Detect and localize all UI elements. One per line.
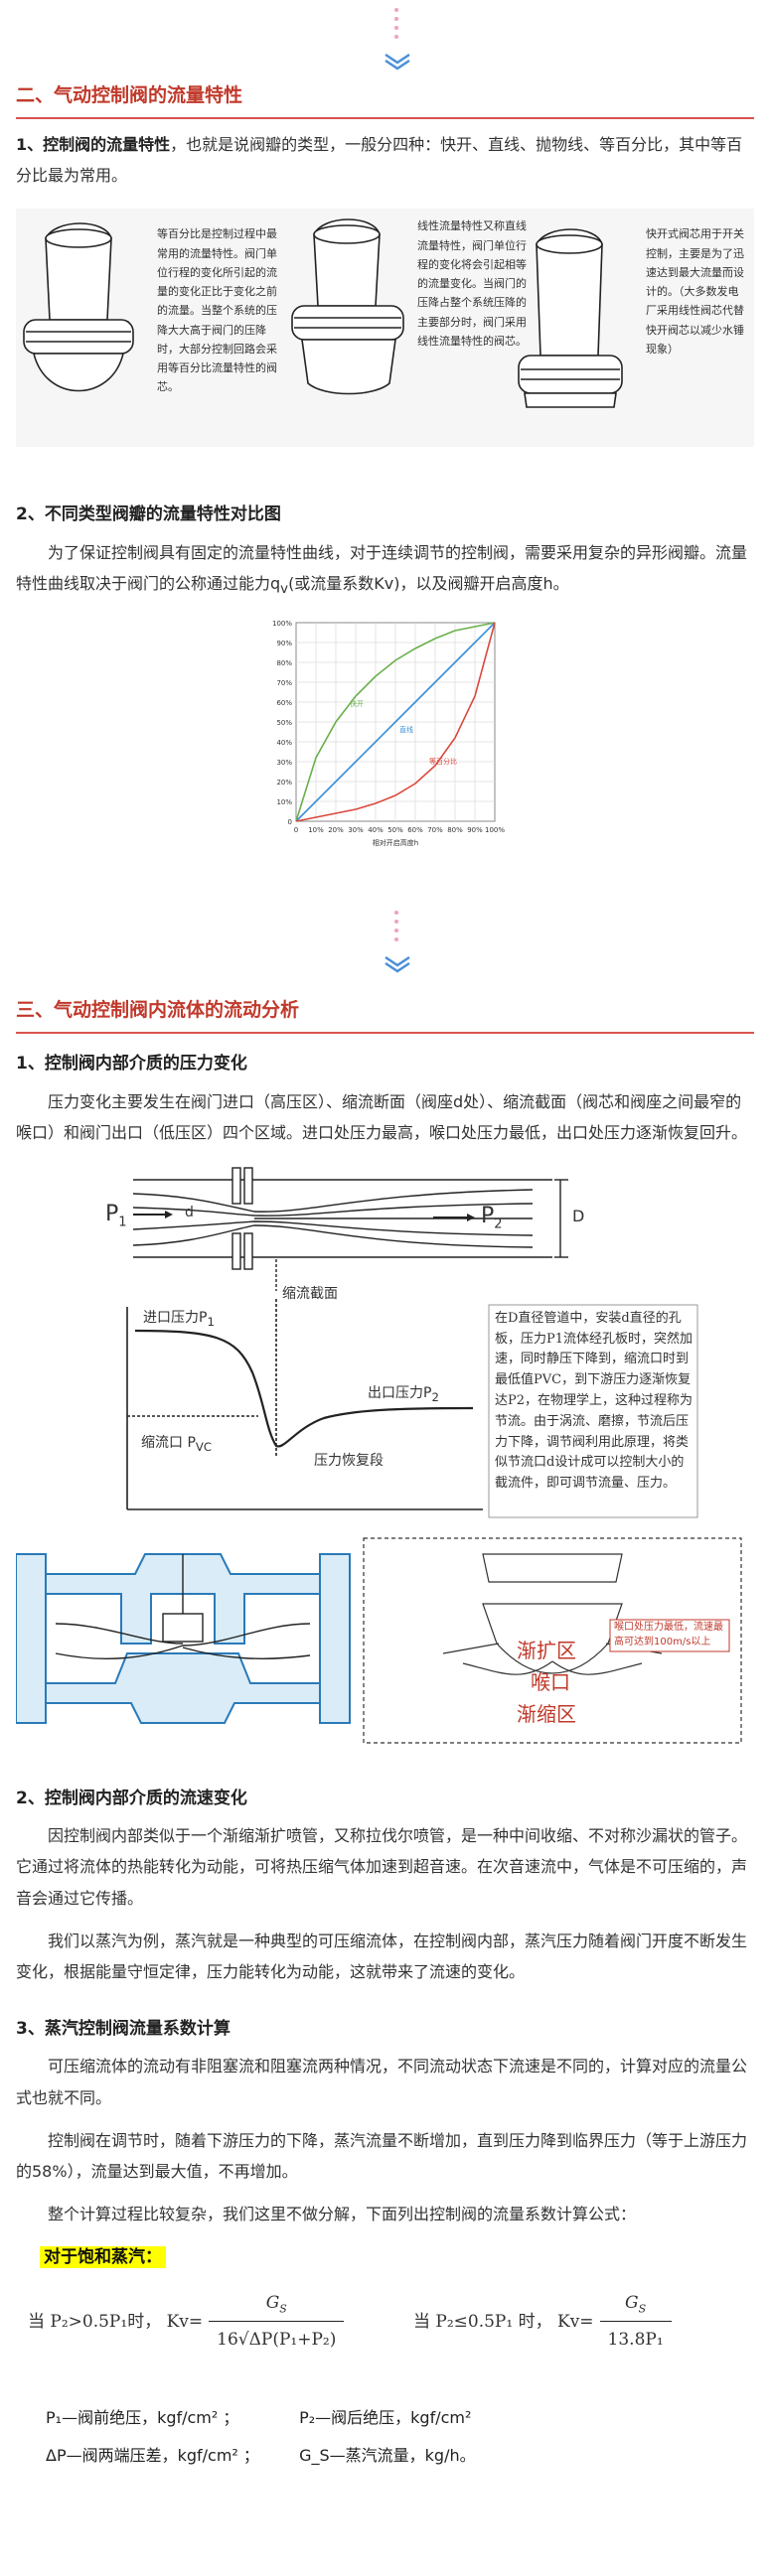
label-d-big: D xyxy=(572,1206,585,1225)
paragraph-velocity-2: 我们以蒸汽为例，蒸汽就是一种典型的可压缩流体，在控制阀内部，蒸汽压力随着阀门开度… xyxy=(16,1931,748,1981)
chart-ytick-label: 80% xyxy=(276,659,292,667)
label-pressure-recovery: 压力恢复段 xyxy=(314,1452,384,1469)
chart-ytick-label: 20% xyxy=(276,779,292,787)
chart-series-label: 快开 xyxy=(350,699,364,708)
chart-xtick-label: 20% xyxy=(328,826,344,834)
valve-plug-quick-open-icon xyxy=(518,228,623,409)
chart-ytick-label: 100% xyxy=(272,620,292,628)
pressure-explanation: 在D直径管道中，安装d直径的孔板，压力P1流体经孔板时，突然加速，同时静压下降到… xyxy=(495,1310,693,1492)
chart-series-label: 直线 xyxy=(399,725,413,734)
paragraph-pressure-change: 压力变化主要发生在阀门进口（高压区）、缩流断面（阀座d处）、缩流截面（阀芯和阀座… xyxy=(16,1091,748,1142)
label-d-small: d xyxy=(185,1204,194,1220)
paragraph-comparison: 为了保证控制阀具有固定的流量特性曲线，对于连续调节的控制阀，需要采用复杂的异形阀… xyxy=(16,542,748,598)
chart-xtick-label: 100% xyxy=(485,826,505,834)
formula-choked: 当 P₂≤0.5P₁ 时， Kv= GS 13.8P₁ xyxy=(413,2287,672,2356)
divider-arrow-top xyxy=(16,0,754,72)
label-inlet-pressure: 进口压力P1 xyxy=(143,1309,215,1329)
kv-formulas: 当 P₂>0.5P₁时， Kv= GS 16√ΔP(P₁+P₂) 当 P₂≤0.… xyxy=(16,2274,754,2369)
chart-ytick-label: 50% xyxy=(276,719,292,727)
chart-xtick-label: 30% xyxy=(348,826,364,834)
label-converging-zone: 渐缩区 xyxy=(517,1701,576,1726)
chart-xtick-label: 80% xyxy=(447,826,463,834)
chart-ytick-label: 40% xyxy=(276,739,292,747)
label-p2: P2 xyxy=(481,1203,503,1232)
paragraph-velocity-1: 因控制阀内部类似于一个渐缩渐扩喷管，又称拉伐尔喷管，是一种中间收缩、不对称沙漏状… xyxy=(16,1826,748,1908)
throat-note: 喉口处压力最低，流速最高可达到100m/s以上 xyxy=(614,1621,723,1647)
chart-ytick-label: 10% xyxy=(276,798,292,806)
paragraph-flow-characteristic: 1、控制阀的流量特性，也就是说阀瓣的类型，一般分四种：快开、直线、抛物线、等百分… xyxy=(16,135,743,186)
chart-xtick-label: 90% xyxy=(467,826,483,834)
caption-equal-percent: 等百分比是控制过程中最常用的流量特性。阀门单位行程的变化所引起的流量的变化正比于… xyxy=(157,227,277,394)
saturated-steam-label-wrap: 对于饱和蒸汽： xyxy=(40,2241,754,2273)
valve-cross-section-icon xyxy=(16,1552,351,1724)
chart-xlabel: 相对开启高度h xyxy=(373,838,418,847)
label-expanding-zone: 渐扩区 xyxy=(517,1638,576,1662)
chart-series-line xyxy=(295,622,496,822)
subtitle-kv-calculation: 3、蒸汽控制阀流量系数计算 xyxy=(16,2019,231,2040)
caption-linear: 线性流量特性又称直线流量特性，阀门单位行程的变化将会引起相等的流量变化。当阀门的… xyxy=(417,219,527,348)
formula-non-choked: 当 P₂>0.5P₁时， Kv= GS 16√ΔP(P₁+P₂) xyxy=(16,2287,413,2356)
label-outlet-pressure: 出口压力P2 xyxy=(368,1384,439,1404)
section-title-flow-analysis: 三、气动控制阀内流体的流动分析 xyxy=(16,992,754,1035)
pressure-distribution-figure: P1 d P2 D 缩流截面 进口压力P1 出口压力P2 缩流口 PVC 压力恢… xyxy=(16,1160,754,1522)
subtitle-comparison-chart: 2、不同类型阀瓣的流量特性对比图 xyxy=(16,504,281,525)
saturated-steam-label: 对于饱和蒸汽： xyxy=(40,2246,166,2269)
caption-quick-open: 快开式阀芯用于开关控制，主要是为了迅速达到最大流量而设计的。（大多数发电厂采用线… xyxy=(646,227,744,356)
chart-series-label: 等百分比 xyxy=(429,757,457,766)
label-vena-contracta: 缩流截面 xyxy=(282,1285,338,1302)
chart-xtick-label: 60% xyxy=(407,826,423,834)
paragraph-kv-1: 可压缩流体的流动有非阻塞流和阻塞流两种情况，不同流动状态下流速是不同的，计算对应… xyxy=(16,2057,748,2107)
paragraph-kv-3: 整个计算过程比较复杂，我们这里不做分解，下面列出控制阀的流量系数计算公式： xyxy=(48,2205,637,2224)
paragraph-kv-2: 控制阀在调节时，随着下游压力的下降，蒸汽流量不断增加，直到压力降到临界压力（等于… xyxy=(16,2130,748,2181)
valve-plug-equal-percent-icon xyxy=(23,222,134,392)
chart-ytick-label: 90% xyxy=(276,640,292,647)
chevron-down-icon xyxy=(385,956,410,973)
section-title-flow-characteristics: 二、气动控制阀的流量特性 xyxy=(16,77,754,120)
label-vena-pressure: 缩流口 PVC xyxy=(141,1434,213,1454)
chart-xtick-label: 0 xyxy=(294,826,298,834)
chart-series-line xyxy=(295,622,496,822)
label-throat: 喉口 xyxy=(531,1669,570,1694)
chart-ytick-label: 0 xyxy=(288,818,292,826)
article: 二、气动控制阀的流量特性 1、控制阀的流量特性，也就是说阀瓣的类型，一般分四种：… xyxy=(16,0,754,2466)
chart-ytick-label: 30% xyxy=(276,759,292,767)
term-flow-characteristic: 1、控制阀的流量特性 xyxy=(16,135,171,155)
chart-xtick-label: 70% xyxy=(427,826,443,834)
valve-body-flow-figure: 喉口处压力最低，流速最高可达到100m/s以上 渐扩区 喉口 渐缩区 xyxy=(16,1534,754,1753)
chevron-down-icon xyxy=(385,53,410,71)
divider-arrow-middle xyxy=(16,903,754,974)
legend-row-2: ΔP—阀两端压差，kgf/cm² ； G_S—蒸汽流量，kg/h。 xyxy=(46,2446,476,2466)
legend-row-1: P₁—阀前绝压，kgf/cm² ； P₂—阀后绝压，kgf/cm² xyxy=(46,2407,472,2427)
valve-plug-linear-icon xyxy=(291,218,404,395)
chart-ytick-label: 70% xyxy=(276,679,292,687)
subtitle-velocity-change: 2、控制阀内部介质的流速变化 xyxy=(16,1788,247,1808)
label-p1: P1 xyxy=(105,1201,127,1230)
chart-xtick-label: 50% xyxy=(387,826,403,834)
subtitle-pressure-change: 1、控制阀内部介质的压力变化 xyxy=(16,1054,247,1074)
chart-xtick-label: 40% xyxy=(368,826,384,834)
chart-ytick-label: 60% xyxy=(276,699,292,707)
chart-series-line xyxy=(295,622,496,822)
chart-xtick-label: 10% xyxy=(308,826,324,834)
valve-plug-types-figure: 等百分比是控制过程中最常用的流量特性。阀门单位行程的变化所引起的流量的变化正比于… xyxy=(16,209,754,448)
nozzle-zones-diagram xyxy=(363,1537,742,1744)
